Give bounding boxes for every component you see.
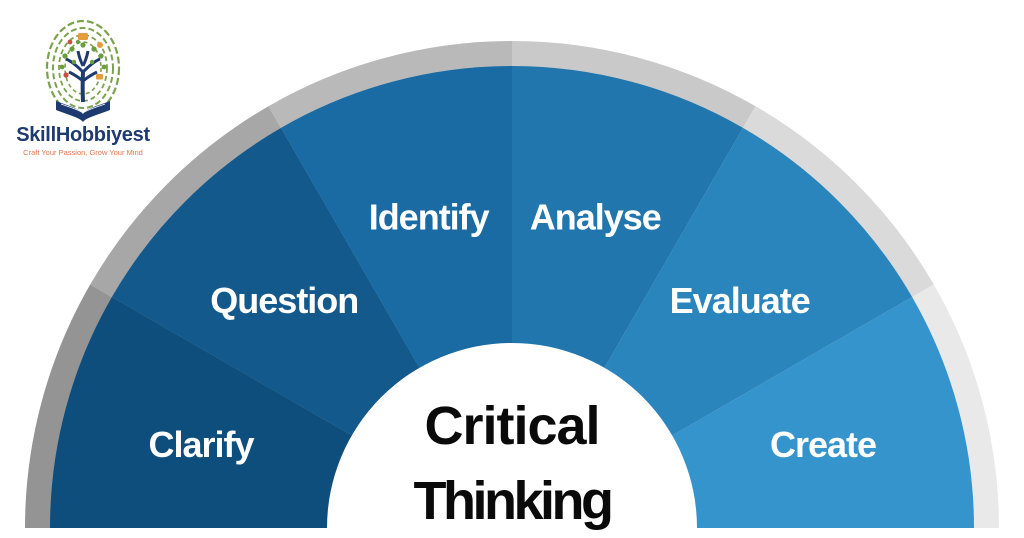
tree-leaves	[59, 39, 107, 70]
segment-label-question: Question	[210, 280, 358, 321]
book-icon	[56, 101, 110, 122]
chart-title-line-1: Critical	[424, 396, 599, 456]
segment-label-analyse: Analyse	[530, 197, 661, 238]
segment-label-clarify: Clarify	[148, 424, 254, 465]
logo: SkillHobbiyest Craft Your Passion, Grow …	[8, 18, 158, 157]
segment-label-identify: Identify	[369, 197, 490, 238]
center-circle	[327, 343, 697, 528]
chart-title-line-2: Thinking	[414, 471, 611, 531]
hobby-icons	[63, 33, 103, 80]
logo-name: SkillHobbiyest	[16, 124, 150, 146]
segment-label-create: Create	[770, 424, 876, 465]
segment-label-evaluate: Evaluate	[670, 280, 810, 321]
logo-tagline: Craft Your Passion, Grow Your Mind	[23, 148, 143, 157]
logo-fingerprint-tree-icon	[45, 19, 121, 122]
